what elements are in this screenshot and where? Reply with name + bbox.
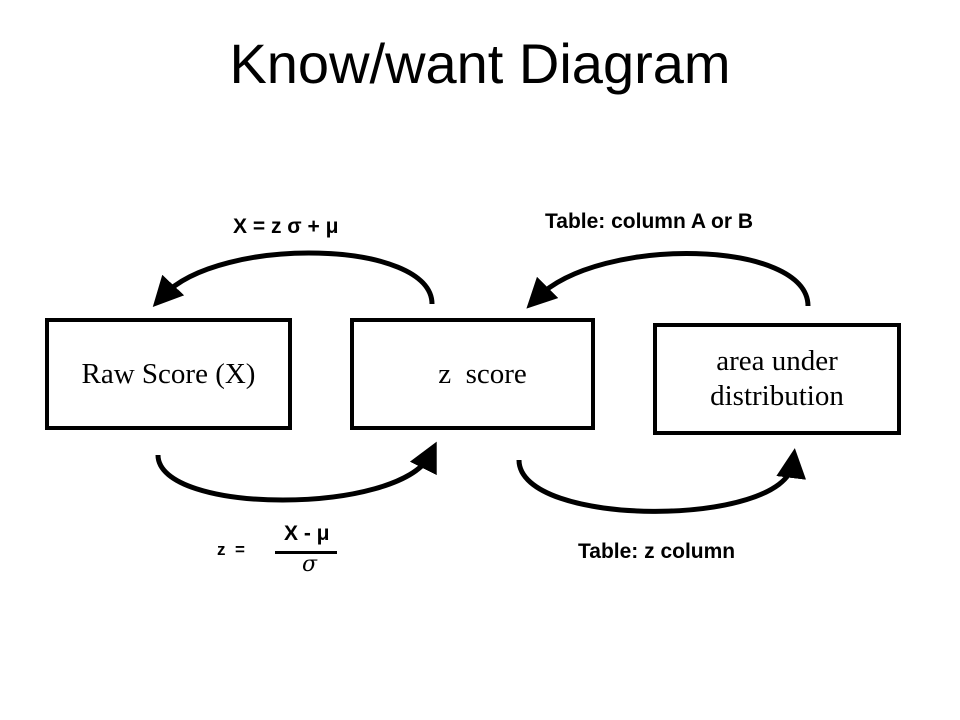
page-title: Know/want Diagram — [229, 32, 731, 95]
z-formula-numerator: X - μ — [284, 522, 330, 545]
arrow-area-to-z — [526, 251, 811, 309]
z-score-box: z score — [350, 318, 595, 430]
arrow-z-to-area — [516, 448, 806, 514]
fraction-bar — [275, 551, 337, 554]
raw-score-box: Raw Score (X) — [45, 318, 292, 430]
table-column-a-or-b-label: Table: column A or B — [545, 210, 754, 233]
area-under-distribution-box: area under distribution — [653, 323, 901, 435]
table-z-column-label: Table: z column — [578, 540, 736, 563]
arrow-raw-to-z — [155, 441, 437, 503]
raw-score-formula: X = z σ + μ — [233, 215, 339, 238]
area-label-line-1: area under — [716, 345, 838, 378]
raw-score-label: Raw Score (X) — [81, 357, 256, 390]
z-score-label: z score — [438, 357, 527, 390]
area-label-line-2: distribution — [710, 380, 844, 412]
z-formula-denominator: σ — [302, 552, 318, 577]
z-formula-lhs: z = — [217, 540, 245, 559]
arrow-z-to-raw — [152, 250, 435, 307]
